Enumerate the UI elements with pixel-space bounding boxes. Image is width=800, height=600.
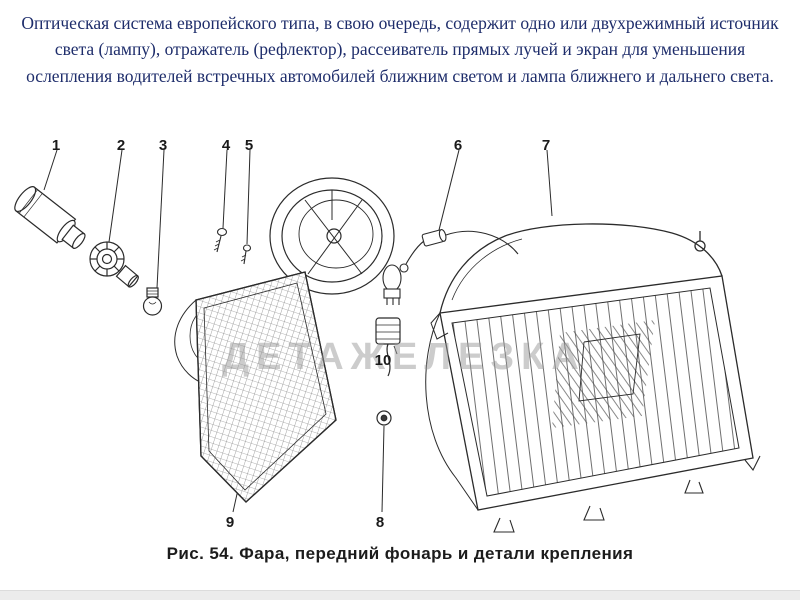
callout-3: 3 — [158, 137, 168, 154]
part-turn-signal-lens — [174, 271, 337, 503]
part-screw-4 — [213, 227, 228, 253]
callout-7: 7 — [541, 137, 551, 154]
callout-9: 9 — [225, 514, 235, 531]
part-screw-5 — [240, 244, 252, 265]
callout-2: 2 — [116, 137, 126, 154]
part-wire-connector — [399, 229, 519, 273]
part-washer — [376, 410, 392, 426]
part-bulb-holder-cylinder — [14, 186, 86, 249]
part-halogen-bulb — [382, 264, 402, 305]
intro-paragraph: Оптическая система европейского типа, в … — [21, 13, 779, 86]
callout-10: 10 — [374, 352, 392, 369]
part-small-bulb — [142, 287, 163, 316]
callout-4: 4 — [221, 137, 231, 154]
figure-caption: Рис. 54. Фара, передний фонарь и детали … — [166, 544, 634, 563]
callout-5: 5 — [244, 137, 254, 154]
part-headlight-unit — [425, 223, 761, 533]
exploded-view-drawing — [14, 149, 761, 533]
callout-8: 8 — [375, 514, 385, 531]
part-lamp-socket — [89, 241, 139, 288]
part-bulb-socket — [375, 317, 401, 377]
part-retaining-ring — [269, 177, 395, 295]
callout-6: 6 — [453, 137, 463, 154]
callout-1: 1 — [51, 137, 61, 154]
page-bottom-strip — [0, 590, 800, 600]
